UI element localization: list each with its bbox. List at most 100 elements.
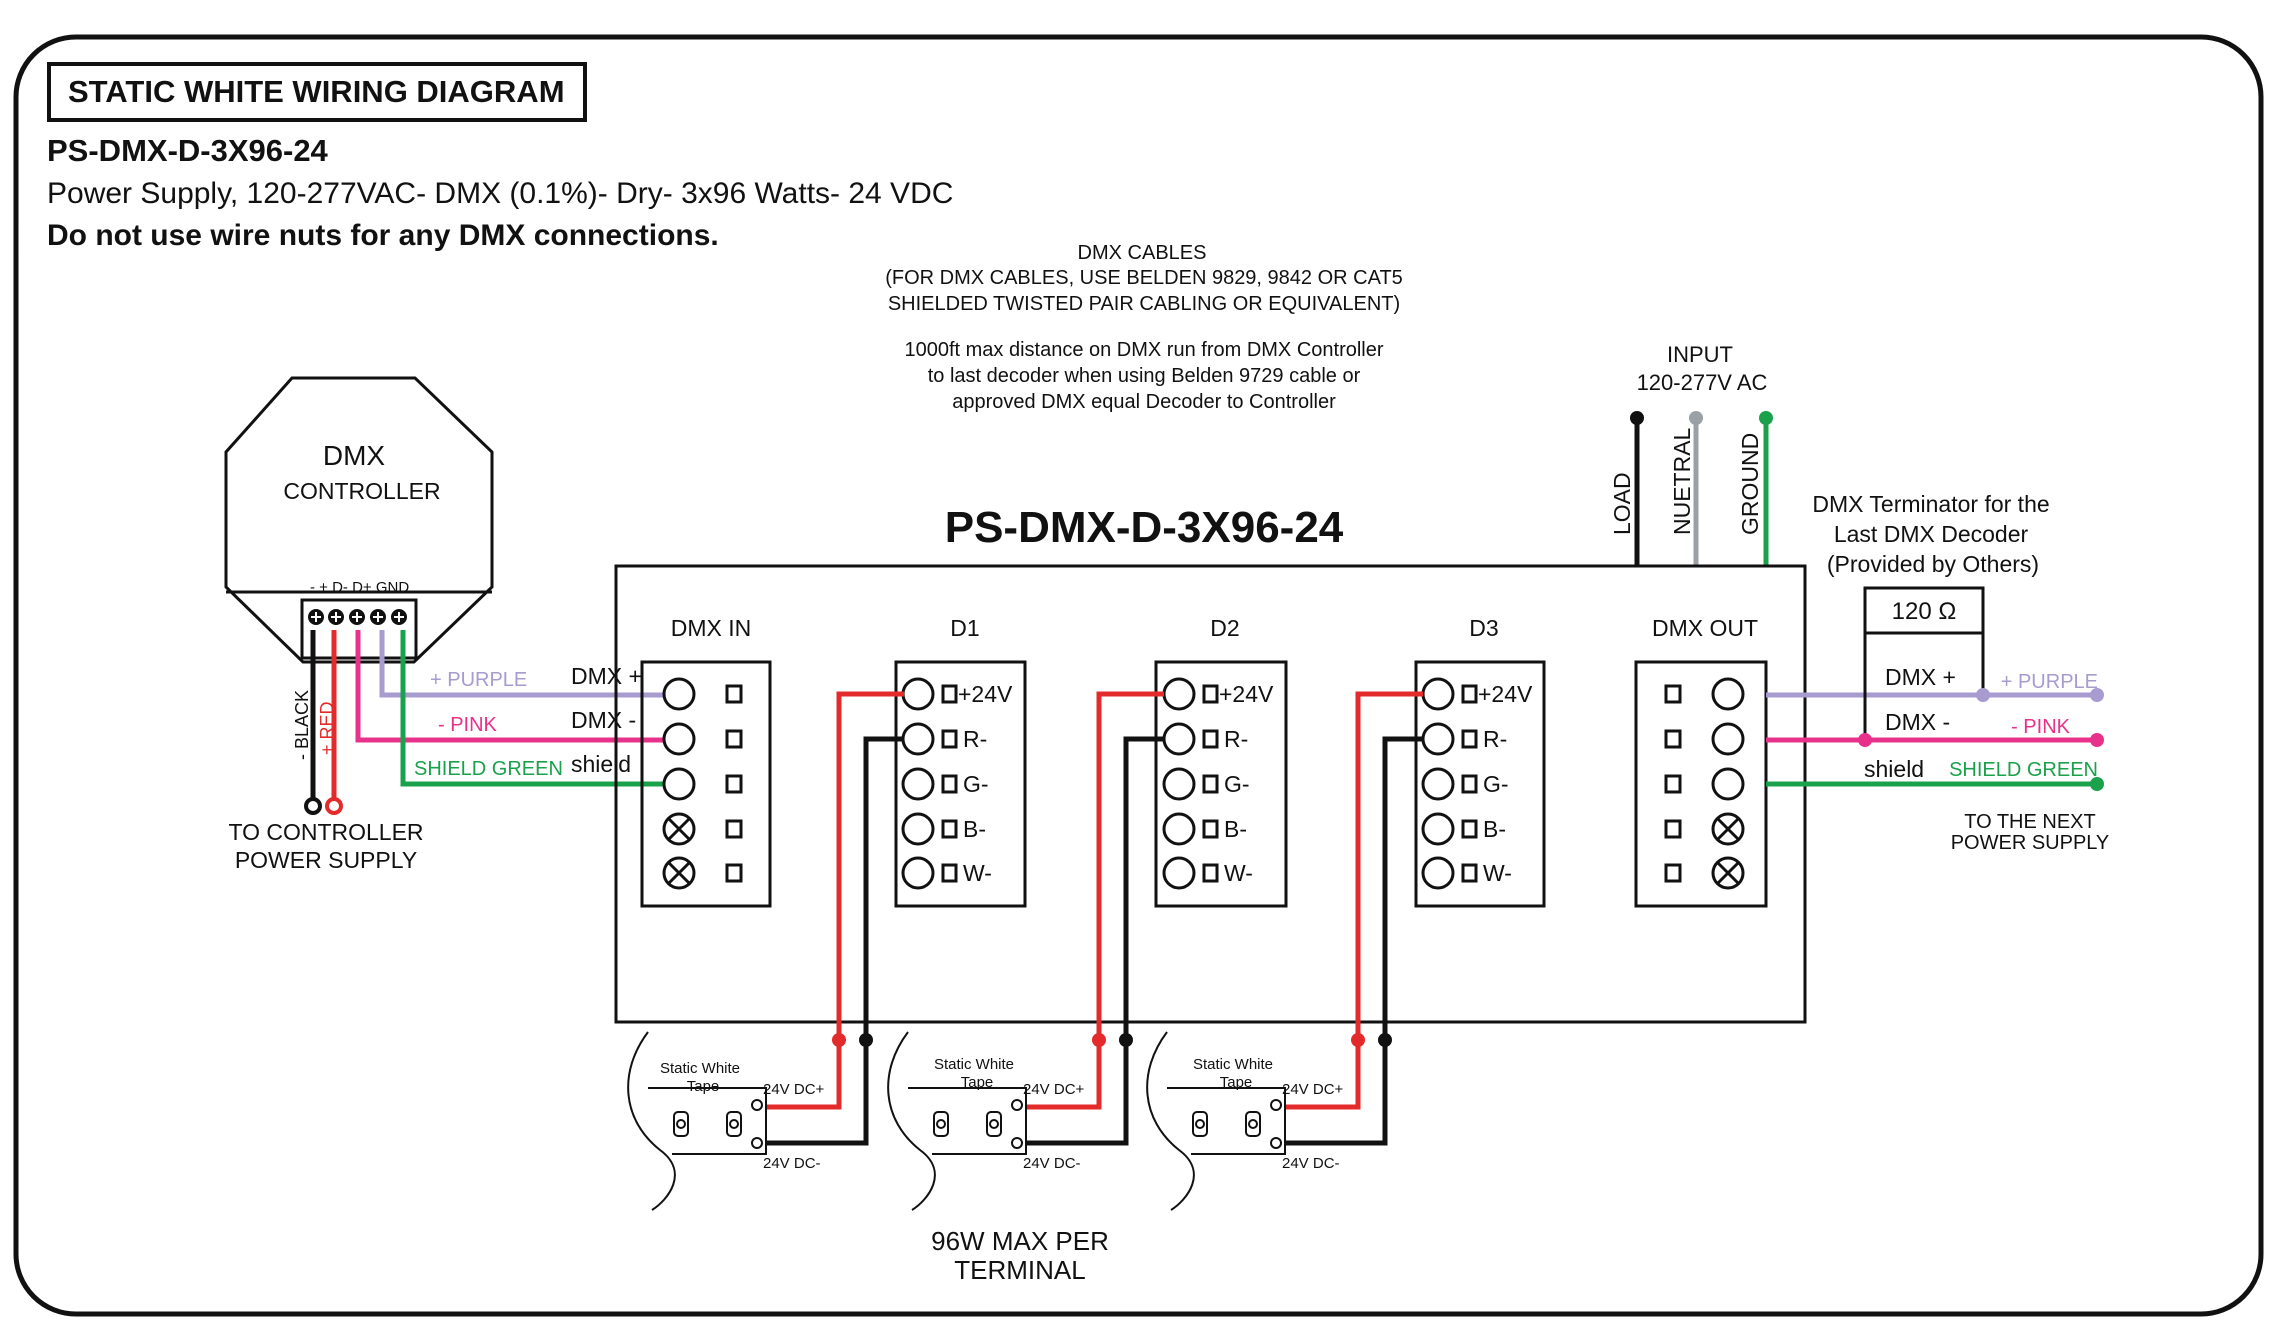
unused-terminal-screw — [1711, 856, 1745, 890]
pin-r-label: R- — [963, 726, 987, 752]
ground-wire-end — [1759, 411, 1773, 425]
controller-title: DMX — [323, 440, 386, 471]
next-supply-label: POWER SUPPLY — [1951, 832, 2110, 854]
terminal-screw — [1421, 722, 1455, 756]
led-dot — [1248, 1119, 1258, 1129]
dc-plus-label: 24V DC+ — [1282, 1081, 1344, 1098]
terminal-slot — [1664, 819, 1682, 839]
led-chip — [986, 1111, 1002, 1137]
led-chip — [933, 1111, 949, 1137]
terminal-slot — [725, 774, 743, 794]
controller-pin-labels: - + D- D+ GND — [310, 579, 409, 596]
terminal-slot — [1664, 863, 1682, 883]
terminal-screw — [1162, 677, 1196, 711]
device-enclosure — [614, 564, 1807, 1024]
pink-wire-end — [2090, 733, 2104, 747]
unused-terminal-cross — [667, 817, 691, 841]
tape-body — [1167, 1087, 1286, 1155]
input-voltage-label: 120-277V AC — [1637, 370, 1768, 395]
terminal-screw — [1162, 812, 1196, 846]
d3-terminal — [1414, 660, 1546, 908]
terminal-slot — [1664, 684, 1682, 704]
d2-label: D2 — [1210, 615, 1239, 641]
dmx-out-terminal — [1634, 660, 1768, 908]
next-supply-label: TO THE NEXT — [1964, 811, 2096, 833]
pin-b-label: B- — [1224, 816, 1247, 842]
terminal-screw — [901, 677, 935, 711]
terminal-slot — [1202, 774, 1219, 794]
solder-pad — [1011, 1137, 1023, 1149]
terminal-slot — [1461, 729, 1478, 749]
terminal-screw — [1162, 767, 1196, 801]
led-dot — [729, 1119, 739, 1129]
terminal-slot — [1461, 684, 1478, 704]
title-box — [47, 62, 587, 122]
terminal-screw — [1711, 767, 1745, 801]
terminal-screw — [662, 767, 696, 801]
terminal-slot — [941, 684, 958, 704]
terminal-screw — [662, 722, 696, 756]
load-wire-end — [1630, 411, 1644, 425]
terminal-screw — [662, 677, 696, 711]
d3-label: D3 — [1469, 615, 1498, 641]
dc-minus-label: 24V DC- — [763, 1155, 821, 1172]
cables-note-line: approved DMX equal Decoder to Controller — [952, 391, 1336, 413]
pin-g-label: G- — [963, 771, 989, 797]
purple-dmx-wire-in — [379, 630, 665, 698]
terminal-screw — [1421, 677, 1455, 711]
terminal-slot — [1202, 863, 1219, 883]
cables-note-line: to last decoder when using Belden 9729 c… — [928, 365, 1361, 387]
red-wire-label: + RED — [317, 701, 337, 755]
terminal-screw — [1162, 722, 1196, 756]
terminal-screw — [901, 856, 935, 890]
terminal-screw — [901, 812, 935, 846]
pin-b-label: B- — [963, 816, 986, 842]
d2-output-wires — [1026, 691, 1164, 1146]
green-wire-end — [2090, 777, 2104, 791]
terminal-screw — [1421, 856, 1455, 890]
terminal-slot — [1664, 729, 1682, 749]
d3-black-junction — [1378, 1033, 1392, 1047]
cables-note-line: SHIELDED TWISTED PAIR CABLING OR EQUIVAL… — [888, 293, 1400, 315]
cables-note-line: DMX CABLES — [1078, 242, 1207, 264]
led-tape-3: Static White Tape 24V DC+ 24V DC- — [1146, 1031, 1344, 1211]
tape-label: Tape — [1220, 1074, 1253, 1091]
solder-pad — [751, 1137, 763, 1149]
pin-w-label: W- — [963, 860, 992, 886]
controller-subtitle: CONTROLLER — [283, 478, 440, 504]
terminal-slot — [725, 863, 743, 883]
max-wattage-note: 96W MAX PER — [931, 1226, 1109, 1256]
red-wire-end — [325, 797, 343, 815]
green-shield-wire-in — [400, 630, 665, 787]
pin-w-label: W- — [1224, 860, 1253, 886]
d1-black-junction — [859, 1033, 873, 1047]
ground-label: GROUND — [1737, 433, 1763, 535]
pink-wire-label: - PINK — [438, 714, 498, 736]
led-tape-2: Static White Tape 24V DC+ 24V DC- — [887, 1031, 1085, 1211]
neutral-label: NUETRAL — [1669, 427, 1695, 535]
led-tape-1: Static White Tape 24V DC+ 24V DC- — [627, 1031, 825, 1211]
pin-w-label: W- — [1483, 860, 1512, 886]
d2-output-block: D2 +24V R- G- B- W- — [1154, 615, 1288, 908]
d2-terminal — [1154, 660, 1288, 908]
terminator-note: Last DMX Decoder — [1834, 521, 2029, 547]
green-out-label: SHIELD GREEN — [1949, 759, 2098, 781]
dmx-in-minus-label: DMX - — [571, 707, 636, 733]
dmx-out-block: DMX OUT — [1634, 615, 1768, 908]
d1-terminal — [894, 660, 1027, 908]
terminal-slot — [1202, 819, 1219, 839]
neutral-wire-end — [1689, 411, 1703, 425]
terminal-slot — [725, 819, 743, 839]
dmx-cables-note: DMX CABLES (FOR DMX CABLES, USE BELDEN 9… — [885, 242, 1403, 413]
dmx-in-shield-label: shield — [571, 751, 631, 777]
terminal-screw — [1421, 767, 1455, 801]
load-label: LOAD — [1609, 472, 1635, 535]
led-chip — [673, 1111, 689, 1137]
d2-black-junction — [1119, 1033, 1133, 1047]
terminal-slot — [1202, 684, 1219, 704]
terminator-note: (Provided by Others) — [1827, 551, 2039, 577]
terminal-slot — [1461, 863, 1478, 883]
led-dot — [936, 1119, 946, 1129]
unused-terminal-cross — [1716, 817, 1740, 841]
cables-note-line: 1000ft max distance on DMX run from DMX … — [904, 339, 1383, 361]
